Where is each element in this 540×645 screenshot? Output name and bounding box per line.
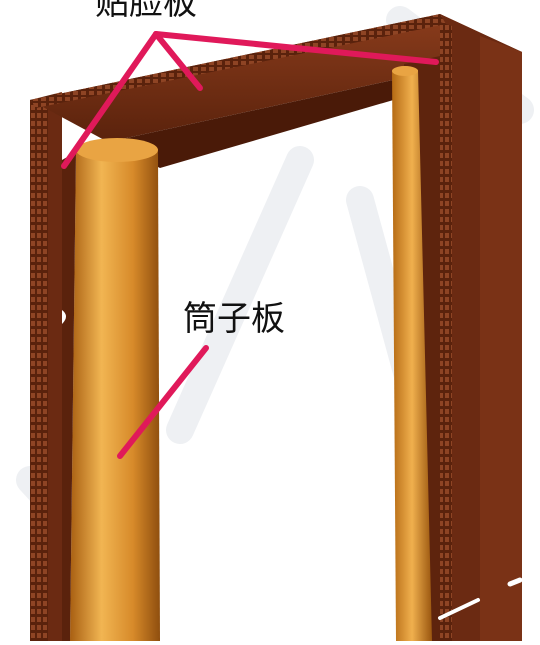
lining-board-columns [62, 66, 432, 641]
face-board-label: 贴脸板 [95, 0, 197, 23]
leader-lines [61, 31, 439, 459]
white-marks [62, 310, 523, 620]
lining-board-label: 筒子板 [183, 299, 285, 339]
leader-line-top-right [153, 31, 439, 65]
leader-line-top-left [61, 31, 159, 169]
face-board-frame [30, 14, 522, 641]
leader-line-top-center [153, 31, 203, 91]
leader-line-middle [117, 345, 209, 459]
